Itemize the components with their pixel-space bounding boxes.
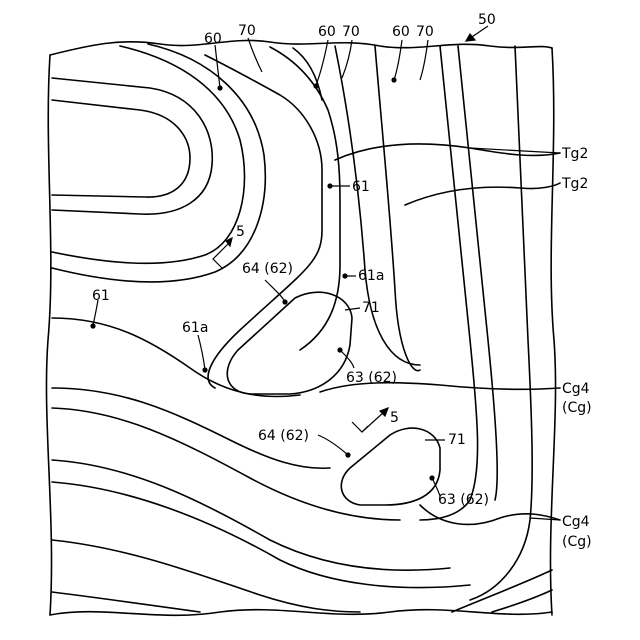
- contour-right-bottom-b: [492, 590, 552, 612]
- contour-loop-outer2: [52, 44, 265, 282]
- groove-60-second: [293, 48, 322, 100]
- leader-60a: [215, 45, 220, 88]
- label-cg4-a: Cg4: [562, 381, 590, 397]
- contour-bottom-1: [52, 408, 400, 520]
- section-arrow-5-lower: [352, 408, 388, 432]
- label-71-a: 71: [362, 300, 380, 316]
- groove-vertical-1: [335, 46, 420, 365]
- contour-61-band: [52, 318, 300, 397]
- contour-loop-outer: [52, 46, 245, 263]
- leader-71a: [345, 308, 360, 310]
- label-71-b: 71: [448, 432, 466, 448]
- contour-right-bottom-a: [452, 570, 552, 612]
- label-60-a: 60: [204, 31, 222, 47]
- figure-ref-arrow: [466, 26, 488, 41]
- label-63-b: 63 (62): [438, 492, 489, 508]
- dot-60b: [313, 83, 318, 88]
- leader-60c: [394, 40, 402, 80]
- label-61-left: 61: [92, 288, 110, 304]
- contour-bottom-4: [52, 540, 360, 612]
- label-64-b: 64 (62): [258, 428, 309, 444]
- label-70-c: 70: [416, 24, 434, 40]
- label-61a-right: 61a: [358, 268, 384, 284]
- groove-vertical-2: [375, 46, 420, 371]
- label-5-lower: 5: [390, 410, 399, 426]
- label-tg2-b: Tg2: [561, 176, 588, 192]
- contour-loop-inner: [52, 100, 190, 197]
- label-61-top: 61: [352, 179, 370, 195]
- dot-63a: [337, 347, 342, 352]
- groove-vertical-3: [420, 46, 478, 520]
- leader-61a-l: [198, 335, 205, 370]
- label-61a-left: 61a: [182, 320, 208, 336]
- dot-61a-r: [342, 273, 347, 278]
- dot-60a: [217, 85, 222, 90]
- label-70-b: 70: [342, 24, 360, 40]
- label-64-a: 64 (62): [242, 261, 293, 277]
- label-tg2-a: Tg2: [561, 146, 588, 162]
- leader-70b: [342, 40, 352, 78]
- leader-64b: [318, 435, 348, 455]
- dot-61left: [90, 323, 95, 328]
- label-cg-b: (Cg): [562, 534, 592, 550]
- dot-61a-l: [202, 367, 207, 372]
- label-70-a: 70: [238, 23, 256, 39]
- tg2-line-upper: [335, 144, 560, 160]
- dot-63b: [429, 475, 434, 480]
- dot-60c: [391, 77, 396, 82]
- label-60-c: 60: [392, 24, 410, 40]
- ref-label-50: 50: [478, 12, 496, 28]
- dot-64b: [345, 452, 350, 457]
- boundary-left: [46, 55, 51, 615]
- tg2-line-lower: [405, 183, 560, 205]
- leader-70a: [248, 38, 262, 72]
- boundary-right: [550, 48, 555, 615]
- label-cg-a: (Cg): [562, 400, 592, 416]
- label-cg4-b: Cg4: [562, 514, 590, 530]
- groove-70-first: [270, 47, 340, 350]
- dot-64a: [282, 299, 287, 304]
- label-5-upper: 5: [236, 224, 245, 240]
- leader-70c: [420, 40, 428, 80]
- leader-60b: [316, 40, 328, 85]
- label-60-b: 60: [318, 24, 336, 40]
- contour-bottom-2: [52, 460, 450, 570]
- label-63-a: 63 (62): [346, 370, 397, 386]
- contour-bottom-5: [52, 592, 200, 612]
- dot-61top: [327, 183, 332, 188]
- boundary-bottom: [50, 610, 552, 616]
